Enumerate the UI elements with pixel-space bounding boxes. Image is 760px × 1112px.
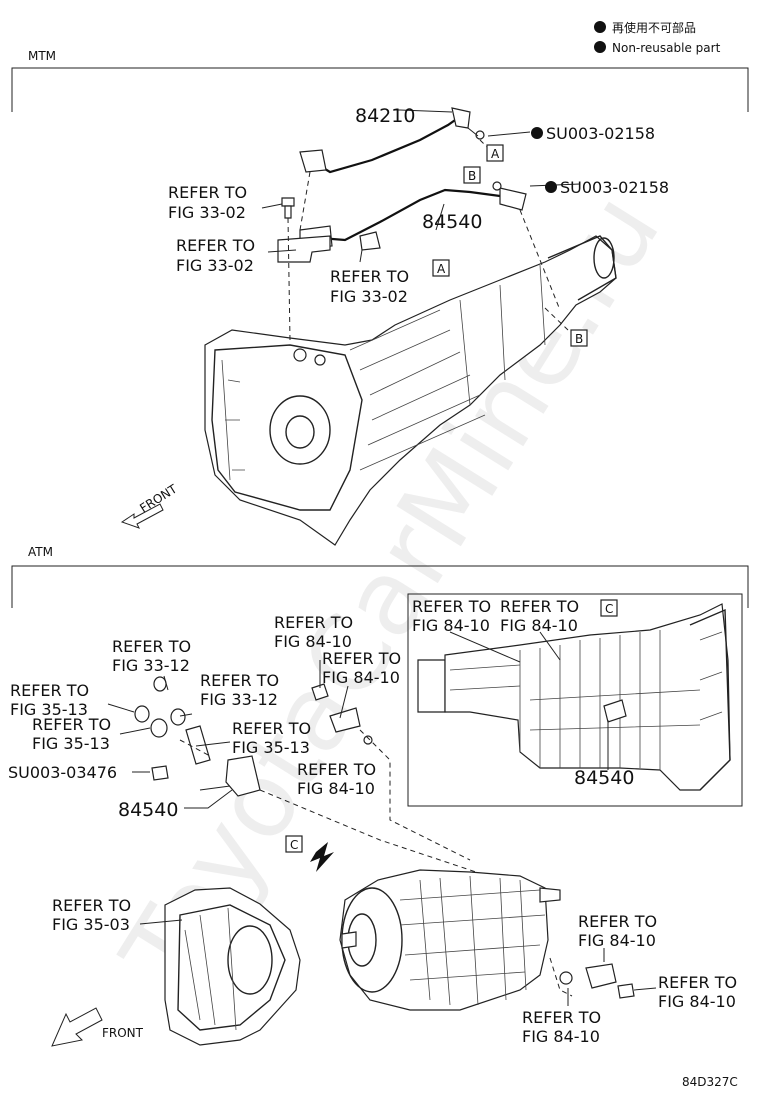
atm-ref-84-10-c-line1: REFER TO bbox=[297, 760, 376, 779]
part-number-84540: 84540 bbox=[422, 211, 482, 233]
ref-box-a bbox=[486, 144, 504, 162]
atm-ref-35-03-line2: FIG 35-03 bbox=[52, 915, 130, 934]
detail-ref-b-line2: FIG 84-10 bbox=[500, 616, 578, 635]
mtm-transmission bbox=[204, 235, 617, 546]
atm-ref-84-10-b-line1: REFER TO bbox=[322, 649, 401, 668]
atm-ref-35-13-a-line1: REFER TO bbox=[10, 681, 89, 700]
legend: 再使用不可部品 Non-reusable part bbox=[594, 20, 721, 55]
mtm-ref2-line2: FIG 33-02 bbox=[176, 256, 254, 275]
su-number-a: SU003-02158 bbox=[546, 124, 655, 143]
atm-ref-84-10-b-line2: FIG 84-10 bbox=[322, 668, 400, 687]
ref-box-b-2 bbox=[570, 329, 588, 347]
mtm-ref2-line1: REFER TO bbox=[176, 236, 255, 255]
detail-ref-box-c bbox=[600, 599, 618, 617]
figure-code: 84D327C bbox=[682, 1075, 738, 1089]
atm-ref-33-12-b-line2: FIG 33-12 bbox=[200, 690, 278, 709]
detail-part-number-84540: 84540 bbox=[574, 767, 634, 789]
atm-ref-35-13-a-line2: FIG 35-13 bbox=[10, 700, 88, 719]
atm-ref-35-13-b-line2: FIG 35-13 bbox=[32, 734, 110, 753]
mtm-ref1-line2: FIG 33-02 bbox=[168, 203, 246, 222]
atm-ref-33-12-b-line1: REFER TO bbox=[200, 671, 279, 690]
ref-box-b-2-label: B bbox=[575, 332, 583, 346]
view-arrow-icon bbox=[310, 842, 334, 872]
bolt bbox=[281, 197, 295, 219]
atm-ref-box-c-label: C bbox=[290, 838, 298, 852]
atm-small-parts bbox=[134, 676, 373, 797]
front-arrow-icon bbox=[120, 503, 164, 529]
ref-box-a-2 bbox=[432, 259, 450, 277]
atm-ref-84-10-e-line1: REFER TO bbox=[658, 973, 737, 992]
atm-bracket bbox=[11, 565, 749, 608]
atm-ref-box-c bbox=[285, 835, 303, 853]
atm-ref-35-03-line1: REFER TO bbox=[52, 896, 131, 915]
atm-ref-84-10-e-line2: FIG 84-10 bbox=[658, 992, 736, 1011]
atm-su-number: SU003-03476 bbox=[8, 763, 117, 782]
atm-ref-33-12-a-line1: REFER TO bbox=[112, 637, 191, 656]
atm-ref-33-12-a-line2: FIG 33-12 bbox=[112, 656, 190, 675]
mtm-bracket bbox=[11, 67, 749, 112]
atm-ref-84-10-a-line1: REFER TO bbox=[274, 613, 353, 632]
mtm-section: MTM bbox=[11, 49, 749, 546]
non-reusable-dot-icon bbox=[531, 127, 543, 139]
ref-box-b bbox=[463, 166, 481, 184]
atm-ref-84-10-d-line2: FIG 84-10 bbox=[578, 931, 656, 950]
part-number-84210: 84210 bbox=[355, 105, 415, 127]
mtm-front-label: FRONT bbox=[137, 481, 180, 515]
atm-front-label: FRONT bbox=[102, 1026, 144, 1040]
legend-en: Non-reusable part bbox=[612, 41, 721, 55]
detail-ref-a-line1: REFER TO bbox=[412, 597, 491, 616]
su-number-b: SU003-02158 bbox=[560, 178, 669, 197]
atm-ref-84-10-d-line1: REFER TO bbox=[578, 912, 657, 931]
atm-ref-84-10-c-line2: FIG 84-10 bbox=[297, 779, 375, 798]
harness-84210 bbox=[299, 107, 485, 174]
front-arrow-icon bbox=[51, 1007, 103, 1047]
atm-part-number-84540: 84540 bbox=[118, 799, 178, 821]
harness-84540 bbox=[299, 181, 527, 251]
bracket bbox=[277, 235, 331, 263]
detail-ref-box-c-label: C bbox=[605, 602, 613, 616]
atm-ref-84-10-f-line1: REFER TO bbox=[522, 1008, 601, 1027]
mtm-label: MTM bbox=[28, 49, 56, 63]
converter-housing bbox=[164, 887, 301, 1046]
non-reusable-dot-icon bbox=[594, 41, 606, 53]
ref-box-a-2-label: A bbox=[437, 262, 446, 276]
mtm-ref3-line1: REFER TO bbox=[330, 267, 409, 286]
atm-ref-35-13-c-line2: FIG 35-13 bbox=[232, 738, 310, 757]
non-reusable-dot-icon bbox=[545, 181, 557, 193]
atm-transmission bbox=[339, 869, 561, 1011]
atm-ref-84-10-a-line2: FIG 84-10 bbox=[274, 632, 352, 651]
mtm-ref3-line2: FIG 33-02 bbox=[330, 287, 408, 306]
atm-ref-35-13-c-line1: REFER TO bbox=[232, 719, 311, 738]
detail-ref-a-line2: FIG 84-10 bbox=[412, 616, 490, 635]
detail-ref-b-line1: REFER TO bbox=[500, 597, 579, 616]
mtm-ref1-line1: REFER TO bbox=[168, 183, 247, 202]
atm-label: ATM bbox=[28, 545, 53, 559]
atm-section: ATM C REFER TO FIG 84-10 REFER TO FIG 84… bbox=[8, 545, 749, 1047]
ref-box-b-label: B bbox=[468, 169, 476, 183]
atm-ref-35-13-b-line1: REFER TO bbox=[32, 715, 111, 734]
atm-ref-84-10-f-line2: FIG 84-10 bbox=[522, 1027, 600, 1046]
non-reusable-dot-icon bbox=[594, 21, 606, 33]
legend-jp: 再使用不可部品 bbox=[612, 20, 696, 35]
ref-box-a-label: A bbox=[491, 147, 500, 161]
detail-inset: C REFER TO FIG 84-10 REFER TO FIG 84-10 … bbox=[407, 593, 743, 807]
